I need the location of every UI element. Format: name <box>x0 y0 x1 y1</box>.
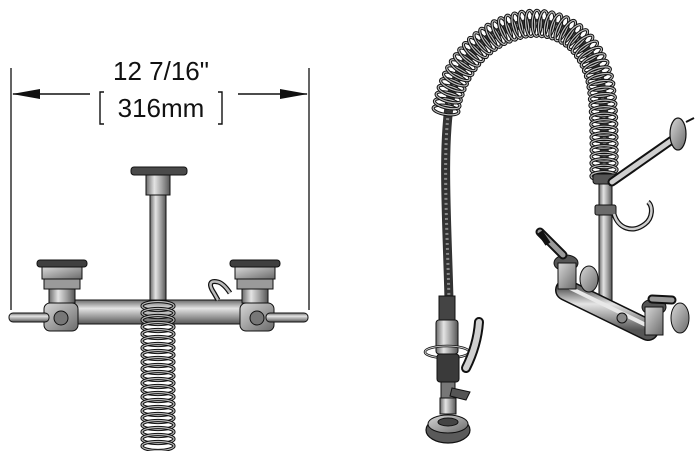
coil-ring <box>590 138 618 149</box>
coil-ring <box>442 71 468 87</box>
iso-left-valve <box>535 227 599 293</box>
coil-ring <box>531 9 542 37</box>
coil-ring <box>584 66 611 80</box>
pre-rinse-spray-valve <box>423 295 484 444</box>
coil-ring <box>590 151 618 162</box>
dimension-metric: 316mm <box>118 93 205 123</box>
coil-ring <box>458 47 481 67</box>
coil-ring <box>549 13 563 40</box>
coil-ring <box>141 356 175 368</box>
coil-ring <box>511 12 524 39</box>
coil-ring <box>590 112 618 123</box>
coil-ring <box>518 10 530 38</box>
coil-ring <box>485 23 502 48</box>
coil-ring <box>559 19 577 44</box>
riser-collar <box>145 174 171 196</box>
coil-ring <box>590 158 618 169</box>
coil-ring <box>543 11 556 39</box>
coil-ring <box>141 391 175 403</box>
coil-ring <box>141 328 175 340</box>
coil-ring <box>141 335 175 347</box>
coil-ring <box>141 377 175 389</box>
coil-ring <box>577 46 603 64</box>
coil-ring <box>567 29 589 51</box>
arrowhead-left <box>12 89 40 99</box>
coil-ring <box>141 342 175 354</box>
arrowhead-right <box>280 89 308 99</box>
coil-ring <box>587 79 615 91</box>
coil-ring <box>141 363 175 375</box>
spring-coil-arc <box>431 8 619 183</box>
coil-ring <box>525 9 536 38</box>
wall-bracket-flange <box>669 117 687 151</box>
coil-ring <box>473 32 493 55</box>
coil-ring <box>141 349 175 361</box>
coil-ring <box>433 97 461 110</box>
coil-ring <box>467 36 489 59</box>
iso-right-valve <box>616 294 690 336</box>
coil-ring <box>141 398 175 410</box>
spring-coil <box>140 299 176 451</box>
coil-ring <box>449 59 474 77</box>
coil-ring <box>141 419 175 431</box>
coil-ring <box>462 42 484 63</box>
coil-ring <box>141 321 175 333</box>
coil-ring <box>141 433 175 445</box>
bracket-left <box>99 91 104 125</box>
right-valve <box>229 259 309 332</box>
coil-ring <box>141 307 175 319</box>
coil-ring <box>554 16 570 42</box>
coil-ring <box>504 14 518 41</box>
front-view <box>8 166 309 451</box>
coil-ring <box>498 17 513 43</box>
coil-ring <box>589 106 617 117</box>
coil-ring <box>432 104 460 116</box>
coil-ring <box>580 53 606 69</box>
coil-ring <box>491 20 507 45</box>
coil-ring <box>590 145 618 156</box>
coil-ring <box>563 24 583 47</box>
coil-ring <box>582 59 609 74</box>
coil-ring <box>141 412 175 424</box>
coil-ring <box>589 99 617 110</box>
left-valve <box>8 259 88 332</box>
coil-ring <box>588 92 616 104</box>
coil-ring <box>141 300 175 312</box>
coil-ring <box>437 84 464 98</box>
coil-ring <box>446 65 471 82</box>
coil-ring <box>141 426 175 438</box>
coil-ring <box>141 370 175 382</box>
riser-top-flange <box>130 166 188 176</box>
coil-ring <box>590 119 618 130</box>
coil-ring <box>435 91 462 104</box>
coil-ring <box>141 314 175 326</box>
coil-ring <box>586 72 613 85</box>
coil-ring <box>141 384 175 396</box>
coil-ring <box>537 10 549 38</box>
coil-ring <box>590 125 618 136</box>
coil-ring <box>574 40 599 59</box>
bracket-right <box>218 91 223 125</box>
dimension-imperial: 12 7/16" <box>113 56 209 86</box>
coil-ring <box>479 27 498 51</box>
dimension-annotation: 12 7/16" 316mm <box>10 56 310 310</box>
iso-riser-pipe <box>598 179 613 313</box>
coil-ring <box>590 132 618 143</box>
coil-ring <box>440 77 466 93</box>
coil-ring <box>571 34 594 54</box>
riser-pipe <box>149 194 167 311</box>
coil-ring <box>453 53 477 72</box>
isometric-view <box>423 8 695 444</box>
right-valve-handle <box>265 312 309 323</box>
coil-ring <box>588 86 616 98</box>
left-valve-handle <box>8 312 50 323</box>
coil-ring <box>141 405 175 417</box>
